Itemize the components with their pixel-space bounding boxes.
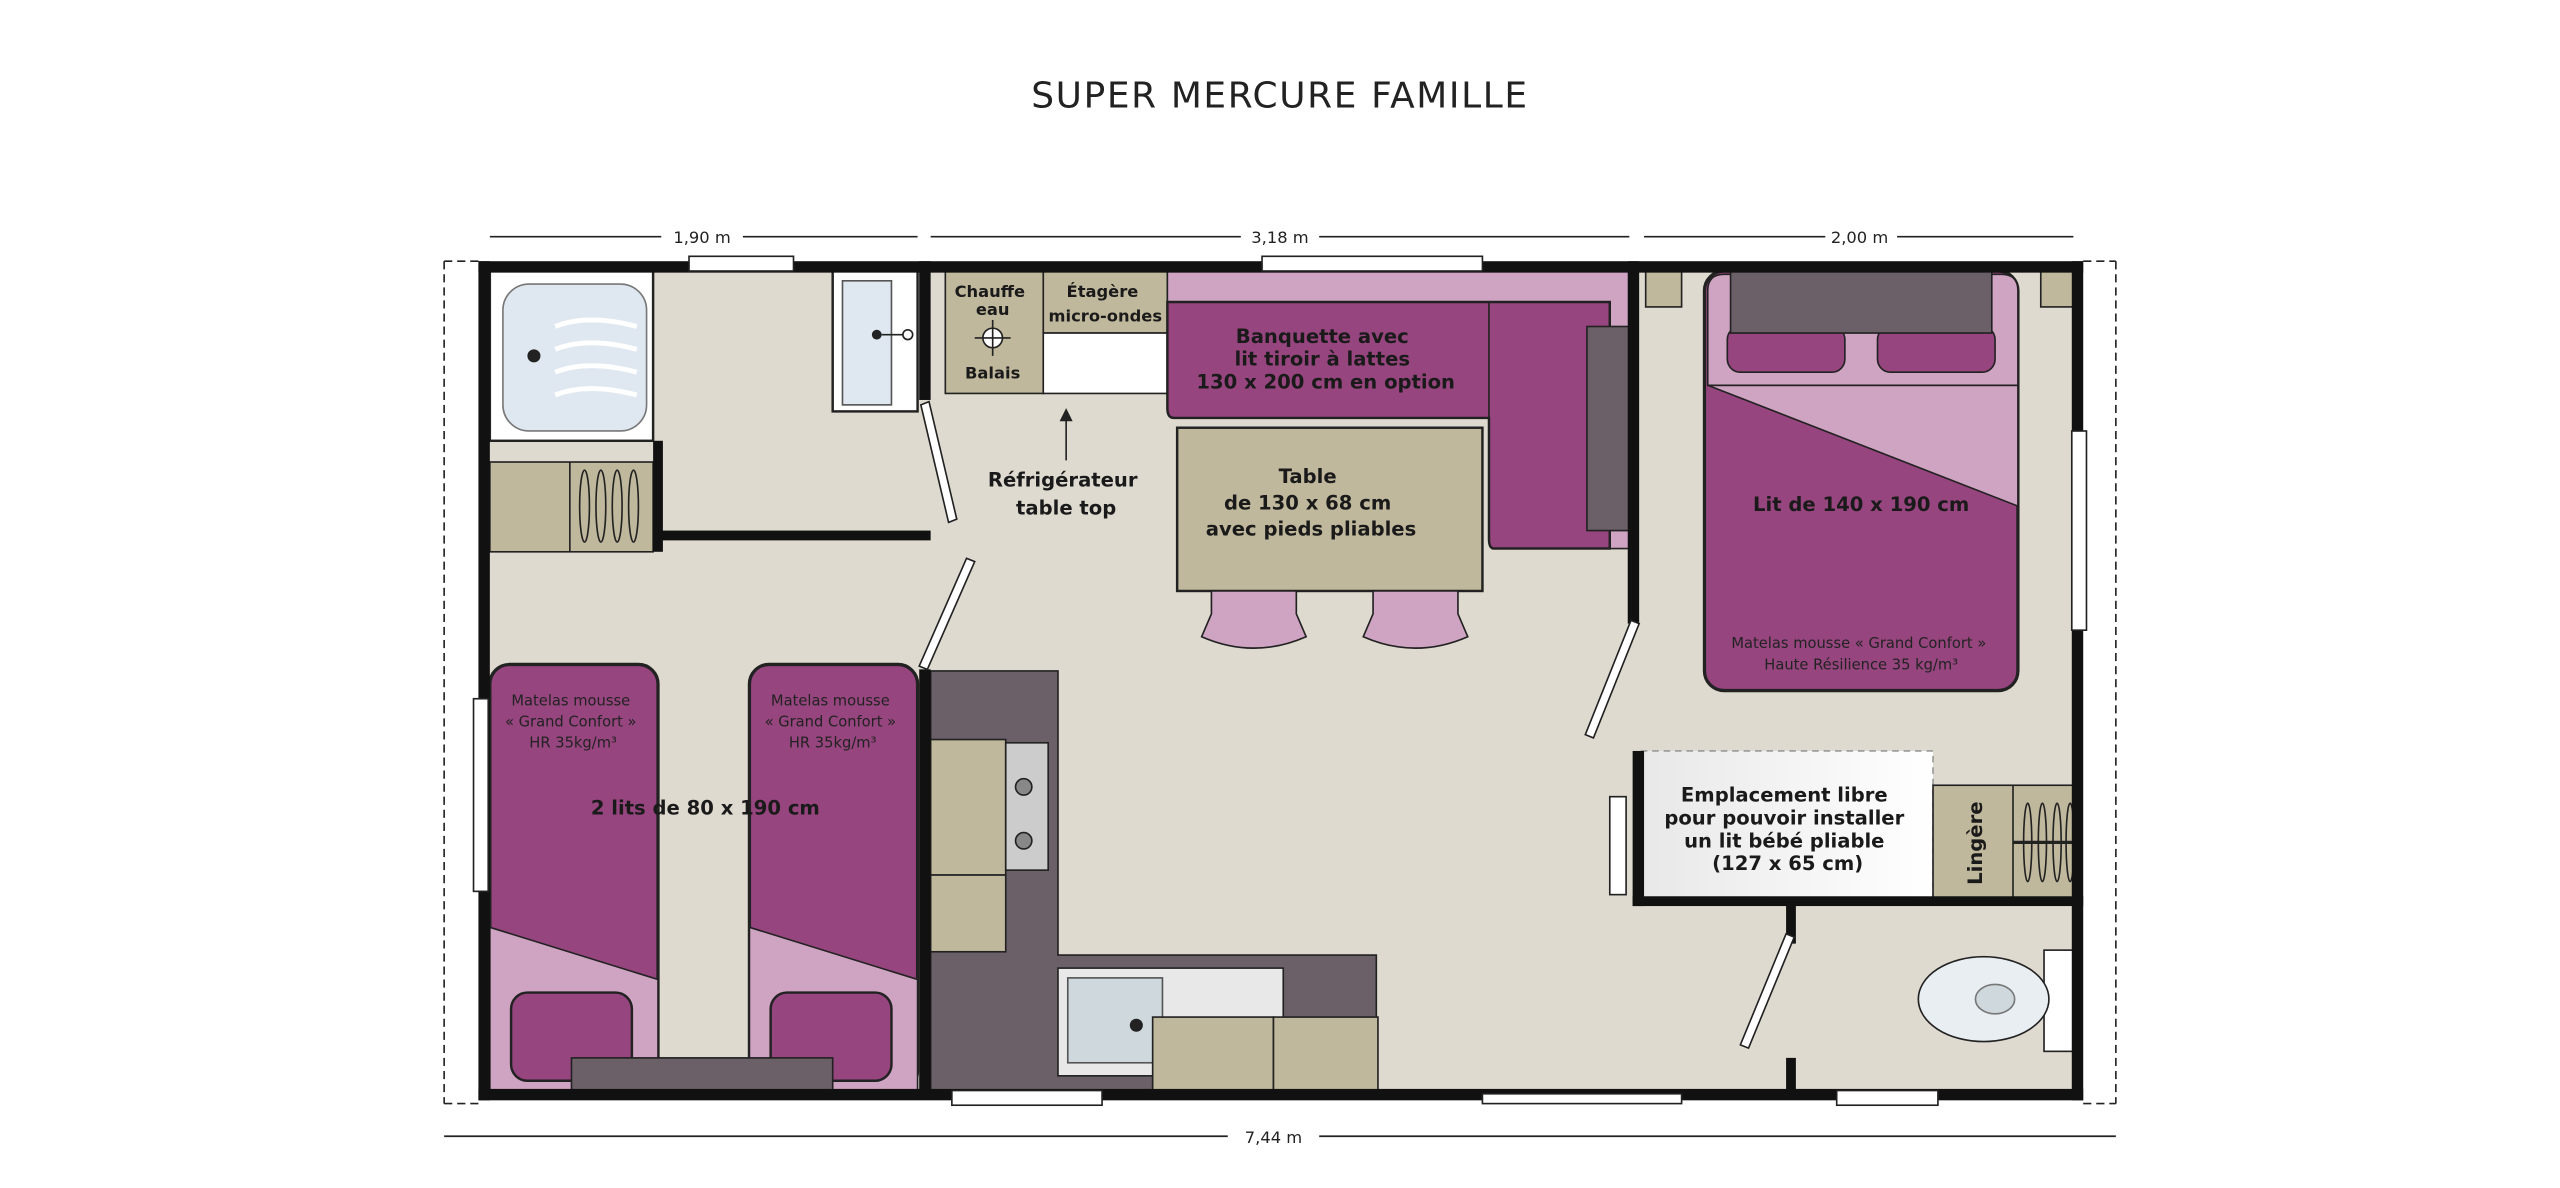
bathroom-sink (831, 269, 919, 413)
dimension-left: 1,90 m (673, 228, 730, 247)
water-heater-cabinet (944, 270, 1045, 395)
dimension-right: 2,00 m (1831, 228, 1888, 247)
dimension-total: 7,44 m (1245, 1128, 1302, 1147)
kitchen (929, 670, 1379, 1092)
microwave-shelf-label: Étagère micro-ondes (1049, 282, 1163, 325)
linen-label: Lingère (1964, 801, 1987, 884)
doors[interactable] (918, 400, 1796, 1050)
arrow-head-icon (1059, 408, 1073, 422)
twin-bed-right (747, 662, 920, 1093)
chair (1362, 590, 1469, 649)
double-mattress-text: Matelas mousse « Grand Confort » Haute R… (1731, 635, 1991, 673)
nightstand (2039, 270, 2078, 308)
nightstand (1644, 270, 1683, 308)
single-mattress-right-text: Matelas mousse « Grand Confort » HR 35kg… (765, 692, 901, 751)
banquette-label: Banquette avec lit tiroir à lattes 130 x… (1196, 325, 1455, 394)
broom-label: Balais (965, 364, 1020, 383)
dining-table (1175, 426, 1484, 593)
dimension-lines (443, 235, 2117, 1138)
double-bed-label: Lit de 140 x 190 cm (1753, 493, 1969, 516)
hob-icon (1004, 741, 1049, 871)
shower (488, 269, 655, 443)
fridge-label: Réfrigérateur table top (988, 468, 1144, 519)
dimension-middle: 3,18 m (1251, 228, 1308, 247)
bedroom-wardrobe (489, 461, 654, 553)
fridge (1042, 332, 1169, 395)
linen-cupboard (1932, 784, 2078, 901)
baby-cot-label: Emplacement libre pour pouvoir installer… (1664, 784, 1911, 876)
water-heater-label: Chauffe eau (955, 282, 1031, 319)
twin-beds-label: 2 lits de 80 x 190 cm (591, 797, 820, 820)
headboard (570, 1057, 834, 1092)
single-mattress-left-text: Matelas mousse « Grand Confort » HR 35kg… (505, 692, 641, 751)
plan-title: SUPER MERCURE FAMILLE (1031, 76, 1528, 117)
table-label: Table de 130 x 68 cm avec pieds pliables (1206, 465, 1416, 540)
toilet (1917, 949, 2075, 1053)
chair (1200, 590, 1308, 649)
windows (472, 255, 2088, 1107)
banquette (1166, 270, 1631, 550)
double-bed (1702, 269, 2020, 693)
